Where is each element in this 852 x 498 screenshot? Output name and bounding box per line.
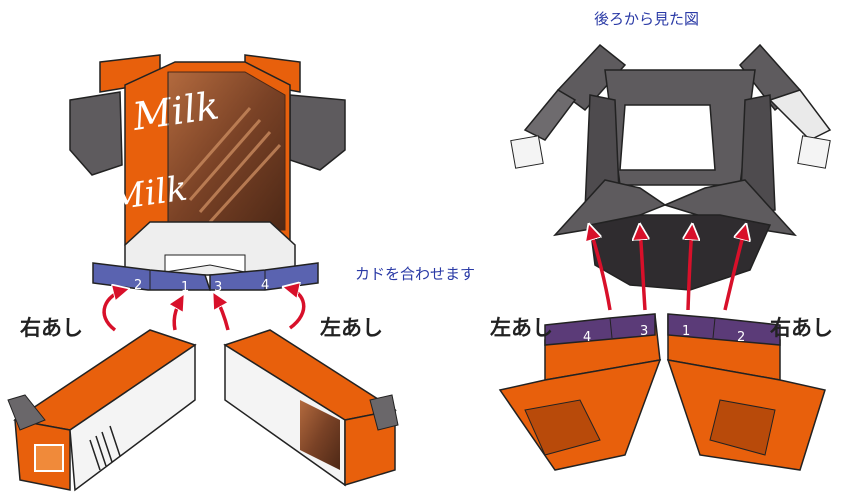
instruction-text: カドを合わせます (355, 265, 475, 283)
back-right-leg: 1 2 (666, 313, 826, 471)
back-arrows (590, 228, 745, 311)
box-inner-white (124, 221, 296, 276)
tab-number: 3 (640, 324, 648, 339)
tab-number: 4 (261, 278, 269, 293)
back-view-title: 後ろから見た図 (594, 10, 699, 28)
chocolate-ridges (178, 107, 282, 224)
right-leg-label-front: 右あし (20, 316, 83, 340)
front-left-leg (223, 329, 399, 487)
front-view-body: Milk Milk 2 1 3 4 (69, 54, 346, 295)
tab-number: 1 (181, 280, 189, 295)
tab-number: 2 (134, 278, 142, 293)
left-leg-label-back: 左あし (490, 316, 553, 340)
tab-number: 1 (682, 324, 690, 339)
tab-number: 2 (737, 330, 745, 345)
right-arm (289, 94, 346, 171)
left-leg-label-front: 左あし (320, 316, 383, 340)
tab-number: 4 (583, 330, 591, 345)
back-view-body (510, 43, 832, 291)
right-leg-label-back: 右あし (770, 316, 833, 340)
barcode (89, 425, 121, 471)
front-arrows (102, 288, 306, 332)
tab-number: 3 (214, 280, 222, 295)
left-arm (69, 91, 123, 176)
back-left-leg: 4 3 (498, 313, 662, 471)
front-right-leg (7, 329, 197, 492)
